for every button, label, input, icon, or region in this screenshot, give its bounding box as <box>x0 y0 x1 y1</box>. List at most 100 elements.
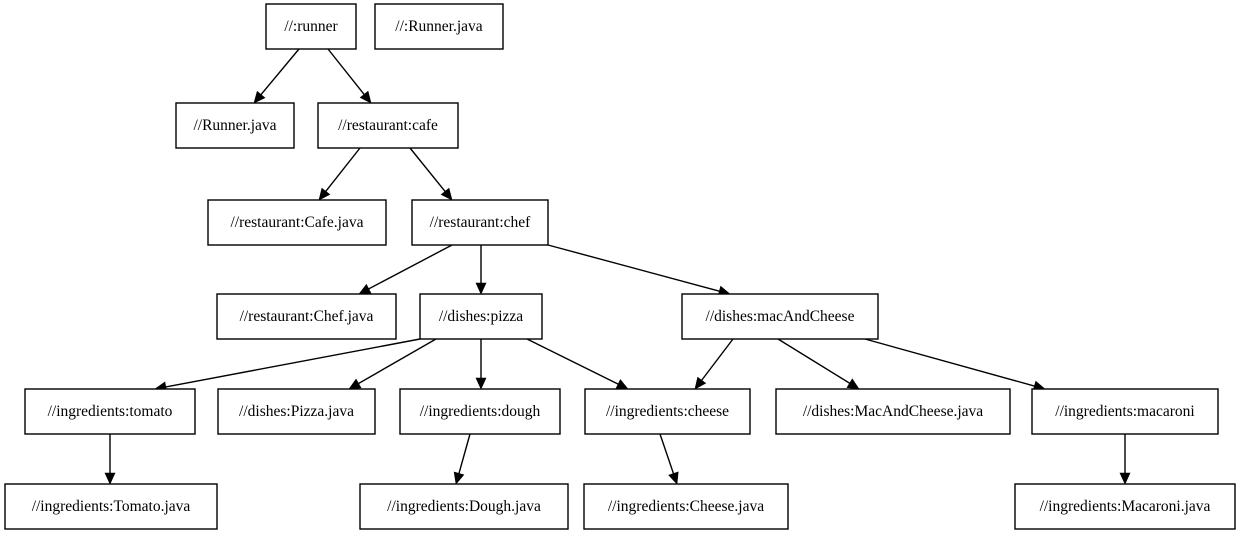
graph-edge <box>864 338 1046 392</box>
graph-edge <box>104 434 116 485</box>
node-label: //ingredients:tomato <box>48 403 173 420</box>
graph-node-tomato_java[interactable]: //ingredients:Tomato.java <box>4 483 218 530</box>
graph-edge <box>154 338 421 393</box>
edge-arrowhead-icon <box>846 378 860 390</box>
edge-arrowhead-icon <box>694 376 707 390</box>
node-label: //restaurant:Chef.java <box>240 308 374 325</box>
edge-line <box>701 338 734 381</box>
graph-edge <box>1119 434 1131 485</box>
graph-node-dishes_mac[interactable]: //dishes:macAndCheese <box>681 293 879 340</box>
graph-node-ing_dough[interactable]: //ingredients:dough <box>399 388 561 435</box>
graph-edge <box>358 244 453 295</box>
graph-node-dough_java[interactable]: //ingredients:Dough.java <box>359 483 569 530</box>
edge-line <box>327 48 365 95</box>
graph-node-cafe_java[interactable]: //restaurant:Cafe.java <box>207 199 387 246</box>
node-label: //restaurant:chef <box>430 214 532 231</box>
graph-node-restaurant_cafe[interactable]: //restaurant:cafe <box>317 102 459 149</box>
edge-arrowhead-icon <box>104 472 116 485</box>
graph-node-dishes_pizza[interactable]: //dishes:pizza <box>419 293 543 340</box>
graph-node-cheese_java[interactable]: //ingredients:Cheese.java <box>583 483 789 530</box>
graph-node-mac_java[interactable]: //dishes:MacAndCheese.java <box>775 388 1011 435</box>
graph-edge <box>526 338 629 390</box>
edge-line <box>358 338 437 385</box>
node-box[interactable] <box>583 483 789 530</box>
edge-line <box>260 48 300 95</box>
node-label: //:runner <box>284 18 338 35</box>
node-box[interactable] <box>419 293 543 340</box>
node-box[interactable] <box>265 3 357 50</box>
edge-arrowhead-icon <box>475 377 487 390</box>
node-label: //ingredients:Cheese.java <box>608 498 764 515</box>
edge-line <box>864 338 1035 387</box>
edge-line <box>777 338 851 384</box>
graph-node-chef_java[interactable]: //restaurant:Chef.java <box>216 293 397 340</box>
graph-node-runner_java[interactable]: //Runner.java <box>175 102 295 149</box>
graph-edge <box>327 48 372 104</box>
node-label: //:Runner.java <box>395 18 483 35</box>
edges-layer <box>104 48 1131 485</box>
node-label: //ingredients:macaroni <box>1055 403 1195 420</box>
graph-node-restaurant_chef[interactable]: //restaurant:chef <box>411 199 549 246</box>
node-box[interactable] <box>4 483 218 530</box>
node-label: //ingredients:Macaroni.java <box>1040 498 1211 515</box>
edge-arrowhead-icon <box>615 379 629 390</box>
node-label: //restaurant:Cafe.java <box>231 214 364 231</box>
graph-node-pizza_java[interactable]: //dishes:Pizza.java <box>217 388 376 435</box>
node-box[interactable] <box>24 388 196 435</box>
graph-node-runner[interactable]: //:runner <box>265 3 357 50</box>
node-box[interactable] <box>317 102 459 149</box>
graph-edge <box>475 245 487 295</box>
node-box[interactable] <box>207 199 387 246</box>
graph-edge <box>777 338 860 390</box>
node-box[interactable] <box>1014 483 1236 530</box>
graph-node-root_runner_java[interactable]: //:Runner.java <box>374 3 504 50</box>
edge-arrowhead-icon <box>348 378 362 390</box>
node-label: //ingredients:Tomato.java <box>32 498 191 515</box>
edge-arrowhead-icon <box>318 187 331 201</box>
edge-arrowhead-icon <box>668 471 679 485</box>
node-label: //dishes:MacAndCheese.java <box>803 403 983 420</box>
node-box[interactable] <box>217 388 376 435</box>
edge-arrowhead-icon <box>440 187 453 201</box>
node-box[interactable] <box>374 3 504 50</box>
node-box[interactable] <box>411 199 549 246</box>
node-box[interactable] <box>216 293 397 340</box>
graph-edge <box>348 338 437 390</box>
graph-node-ing_tomato[interactable]: //ingredients:tomato <box>24 388 196 435</box>
node-label: //restaurant:cafe <box>338 117 438 134</box>
graph-edge <box>659 433 679 485</box>
node-box[interactable] <box>775 388 1011 435</box>
edge-arrowhead-icon <box>253 90 266 104</box>
edge-arrowhead-icon <box>453 471 465 485</box>
edge-arrowhead-icon <box>358 283 372 295</box>
node-box[interactable] <box>1031 388 1219 435</box>
graph-edge <box>453 433 471 485</box>
graph-node-ing_cheese[interactable]: //ingredients:cheese <box>584 388 751 435</box>
graph-edge <box>694 338 734 390</box>
edge-arrowhead-icon <box>1119 472 1131 485</box>
edge-line <box>368 244 453 290</box>
node-box[interactable] <box>681 293 879 340</box>
edge-line <box>409 147 446 192</box>
node-box[interactable] <box>399 388 561 435</box>
node-box[interactable] <box>584 388 751 435</box>
node-label: //dishes:macAndCheese <box>706 308 855 325</box>
graph-edge <box>475 339 487 390</box>
graph-edge <box>253 48 300 104</box>
nodes-layer: //:runner //:Runner.java //Runner.java //re… <box>4 3 1236 530</box>
node-box[interactable] <box>359 483 569 530</box>
graph-edge <box>409 147 453 201</box>
edge-line <box>325 147 361 192</box>
graph-node-macaroni_java[interactable]: //ingredients:Macaroni.java <box>1014 483 1236 530</box>
graph-edge <box>318 147 361 201</box>
node-box[interactable] <box>175 102 295 149</box>
edge-arrowhead-icon <box>359 90 372 104</box>
node-label: //ingredients:Dough.java <box>387 498 541 515</box>
graph-edge <box>547 244 731 297</box>
node-label: //dishes:Pizza.java <box>239 403 354 420</box>
edge-line <box>659 433 675 474</box>
graph-node-ing_macaroni[interactable]: //ingredients:macaroni <box>1031 388 1219 435</box>
edge-line <box>547 244 720 292</box>
